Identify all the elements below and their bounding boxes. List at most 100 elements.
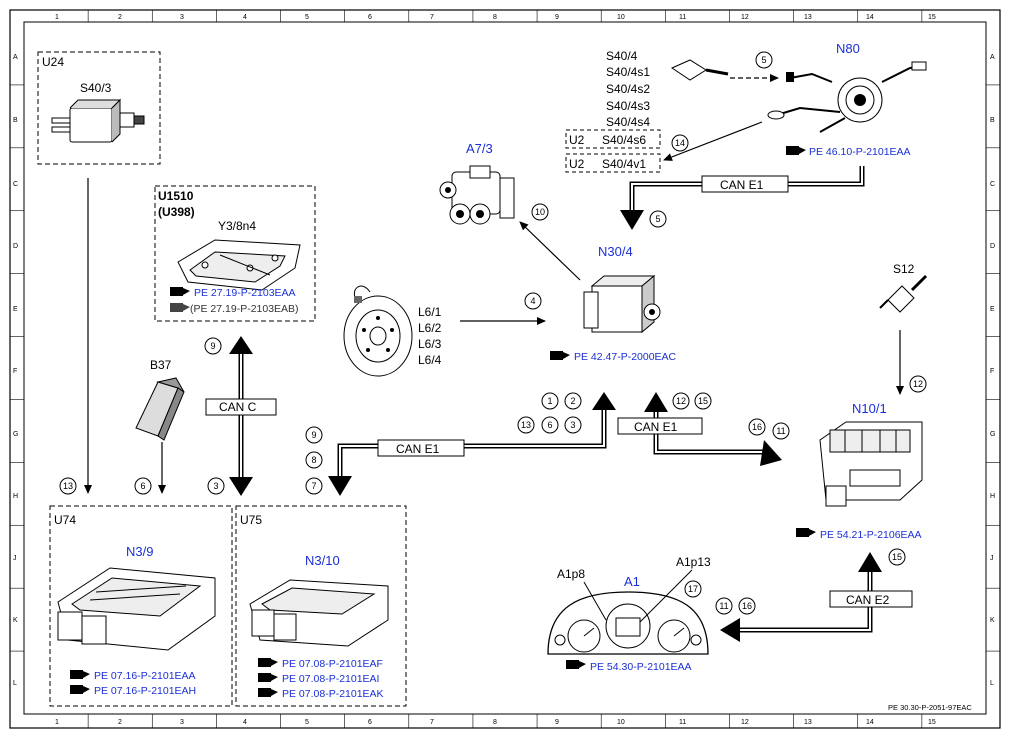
svg-text:15: 15 (698, 396, 708, 406)
grid-col-label: 1 (55, 719, 59, 726)
n30-4-group: N30/4 PE 42.47-P-2000EAC (550, 244, 677, 363)
u75-label: U75 (240, 513, 262, 527)
s40-4s6-label: S40/4s6 (602, 133, 646, 147)
can-e2-label: CAN E2 (846, 593, 890, 607)
svg-text:9: 9 (210, 341, 215, 351)
grid-col-label: 3 (180, 14, 184, 21)
can-e1-right-label: CAN E1 (634, 420, 678, 434)
cruise-control-lever-icon (670, 59, 729, 81)
u74-group: U74 N3/9 PE 07.16-P-2101EAA PE 07.16-P-2… (49, 505, 233, 707)
grid-col-label: 2 (118, 719, 122, 726)
grid-columns-top: 1 2 3 4 5 6 7 8 9 10 11 12 13 14 15 (55, 14, 936, 21)
n3-9-ref-1: PE 07.16-P-2101EAA (94, 670, 196, 682)
arrow-n80-to-s40-4 (663, 121, 763, 161)
marker-6b: 6 (134, 477, 152, 495)
grid-col-label: 8 (493, 14, 497, 21)
marker-16b: 16 (738, 597, 756, 615)
n3-10-ref-1: PE 07.08-P-2101EAF (282, 658, 383, 670)
marker-6a: 6 (541, 416, 559, 434)
a1-label: A1 (624, 574, 640, 589)
n80-group: N80 PE 46.10-P-2101EAA (767, 41, 927, 158)
outer-frame (9, 9, 1001, 729)
b37-label: B37 (150, 358, 172, 372)
grid-row-label: F (13, 368, 17, 375)
accelerator-pedal-icon (135, 377, 185, 441)
grid-col-label: 10 (617, 719, 625, 726)
steering-switch-labels: S40/4 S40/4s1 S40/4s2 S40/4s3 S40/4s4 U2… (565, 49, 661, 173)
reference-book-icon (258, 688, 278, 697)
grid-row-label: D (13, 243, 18, 250)
marker-11b: 11 (715, 597, 733, 615)
u74-dashed-box (49, 505, 233, 707)
grid-col-label: 6 (368, 14, 372, 21)
svg-text:2: 2 (570, 396, 575, 406)
grid-col-label: 15 (928, 14, 936, 21)
s40-3-label: S40/3 (80, 81, 112, 95)
a1-group: A1 A1p8 A1p13 PE 54.30-P-2101EAA (547, 555, 711, 673)
svg-text:16: 16 (742, 601, 752, 611)
grid-row-label: D (990, 243, 995, 250)
u75-dashed-box (235, 505, 407, 707)
marker-13b: 13 (59, 477, 77, 495)
svg-text:14: 14 (675, 138, 685, 148)
can-c-label: CAN C (219, 400, 257, 414)
a1-ref: PE 54.30-P-2101EAA (590, 661, 692, 673)
svg-text:13: 13 (63, 481, 73, 491)
transmission-control-plate-icon (177, 239, 301, 291)
grid-rows-right: A B C D E F G H J K L (990, 54, 995, 687)
svg-text:8: 8 (311, 455, 316, 465)
parking-brake-switch-icon (879, 274, 928, 313)
n30-4-label: N30/4 (598, 244, 633, 259)
marker-8: 8 (305, 451, 323, 469)
grid-col-label: 6 (368, 719, 372, 726)
grid-col-label: 15 (928, 719, 936, 726)
can-e1-left-label: CAN E1 (396, 442, 440, 456)
s40-4s2-label: S40/4s2 (606, 82, 650, 96)
grid-ticks (10, 10, 1000, 728)
grid-row-label: G (13, 431, 18, 438)
can-e2-bus: CAN E2 (720, 552, 913, 642)
svg-text:11: 11 (776, 426, 785, 436)
grid-row-label: L (990, 680, 994, 687)
svg-text:11: 11 (719, 601, 728, 611)
marker-7: 7 (305, 477, 323, 495)
svg-text:10: 10 (535, 207, 545, 217)
n80-ref: PE 46.10-P-2101EAA (809, 146, 911, 158)
grid-row-label: K (13, 617, 18, 624)
u24-group: U24 S40/3 (37, 51, 161, 165)
y3-8n4-ref-1: PE 27.19-P-2103EAA (194, 287, 296, 299)
svg-text:12: 12 (913, 379, 923, 389)
grid-col-label: 5 (305, 719, 309, 726)
can-e1-top-label: CAN E1 (720, 178, 764, 192)
s40-4-label: S40/4 (606, 49, 638, 63)
instrument-cluster-icon (547, 569, 709, 655)
u24-dashed-box (37, 51, 161, 165)
grid-col-label: 3 (180, 719, 184, 726)
marker-9b: 9 (305, 426, 323, 444)
grid-col-label: 5 (305, 14, 309, 21)
grid-row-label: B (990, 117, 995, 124)
transmission-control-unit-icon (249, 579, 389, 647)
grid-row-label: H (13, 493, 18, 500)
u1510-dashed-box (154, 185, 316, 322)
marker-3a: 3 (564, 416, 582, 434)
n3-10-ref-3: PE 07.08-P-2101EAK (282, 688, 384, 700)
grid-row-label: K (990, 617, 995, 624)
marker-15b: 15 (888, 548, 906, 566)
grid-row-label: E (990, 306, 995, 313)
grid-col-label: 14 (866, 719, 874, 726)
reference-book-icon (70, 685, 90, 694)
svg-text:13: 13 (521, 420, 531, 430)
reference-book-icon (550, 351, 570, 360)
l6-3-label: L6/3 (418, 337, 442, 351)
n30-4-ref: PE 42.47-P-2000EAC (574, 351, 677, 363)
u74-label: U74 (54, 513, 76, 527)
grid-columns-bottom: 1 2 3 4 5 6 7 8 9 10 11 12 13 14 15 (55, 719, 936, 726)
svg-text:4: 4 (530, 296, 535, 306)
hydraulic-unit-icon (439, 165, 515, 225)
reference-book-icon (258, 673, 278, 682)
n10-1-label: N10/1 (852, 401, 887, 416)
svg-text:15: 15 (892, 552, 902, 562)
